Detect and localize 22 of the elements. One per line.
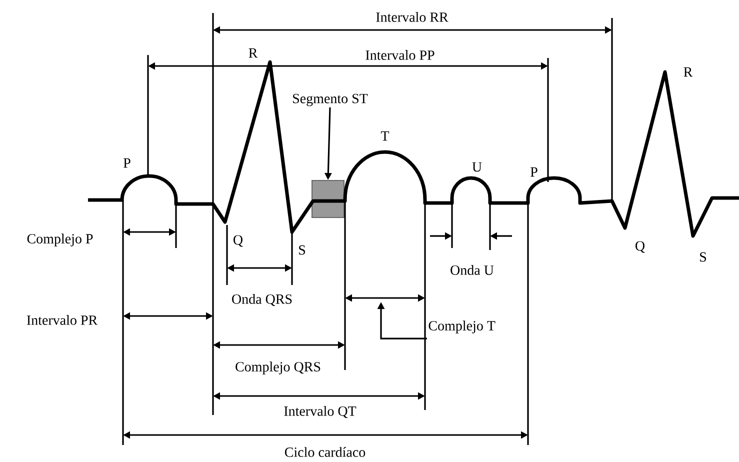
dimension-label: Intervalo RR xyxy=(376,12,448,22)
wave-letter: T xyxy=(380,131,390,141)
dimension-label: Complejo P xyxy=(27,234,93,246)
dimension-label: Complejo QRS xyxy=(236,362,320,374)
wave-letter: Q xyxy=(636,241,645,253)
st-segment-box xyxy=(312,180,344,218)
dimension-label: Onda QRS xyxy=(232,294,292,306)
wave-letter: S xyxy=(700,252,706,262)
wave-letter: S xyxy=(299,245,306,255)
wave-letter: R xyxy=(684,67,693,77)
wave-letter: Q xyxy=(234,235,243,247)
dimension-label: Intervalo PR xyxy=(26,315,98,325)
wave-letter: P xyxy=(530,167,538,177)
dimension-label: Intervalo QT xyxy=(284,406,356,418)
dimension-label: Intervalo PP xyxy=(366,50,434,60)
wave-letter: U xyxy=(472,162,482,172)
dimension-label: Ciclo cardíaco xyxy=(284,447,366,457)
complex-label: Complejo T xyxy=(428,320,496,334)
wave-letter: R xyxy=(248,48,258,58)
wave-letter: P xyxy=(124,158,130,168)
dimension-label: Onda U xyxy=(450,265,494,275)
segment-label: Segmento ST xyxy=(293,94,368,106)
